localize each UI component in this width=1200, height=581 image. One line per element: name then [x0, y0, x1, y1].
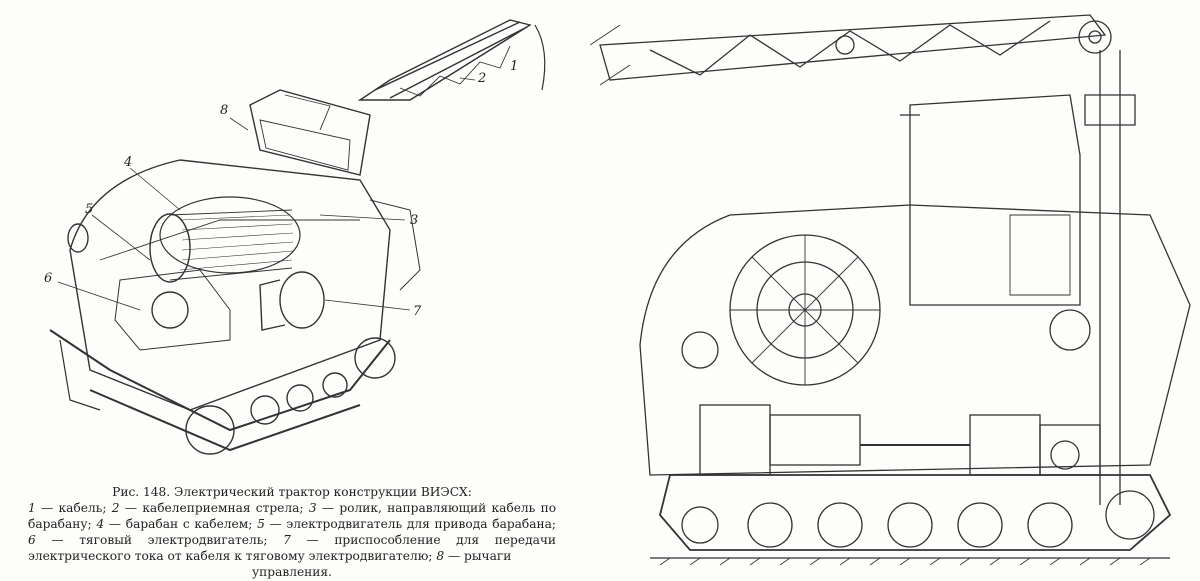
tractor-perspective-drawing: 1 2 3 4 5 6 7 8 [44, 19, 546, 455]
figure-caption: Рис. 148. Электрический трактор конструк… [28, 484, 556, 580]
callout-7: 7 [413, 304, 422, 319]
caption-title: Рис. 148. Электрический трактор конструк… [112, 485, 472, 499]
callout-1: 1 [510, 59, 518, 74]
callout-5: 5 [85, 202, 93, 217]
caption-items: 1 — кабель; 2 — кабелеприемная стрела; 3… [28, 501, 557, 563]
callout-3: 3 [410, 213, 418, 228]
callout-6: 6 [44, 271, 52, 286]
callout-4: 4 [123, 155, 132, 170]
callout-8: 8 [220, 103, 228, 118]
callout-2: 2 [477, 71, 486, 86]
tractor-section-drawing [590, 14, 1191, 566]
caption-last-line: управления. [252, 565, 332, 579]
